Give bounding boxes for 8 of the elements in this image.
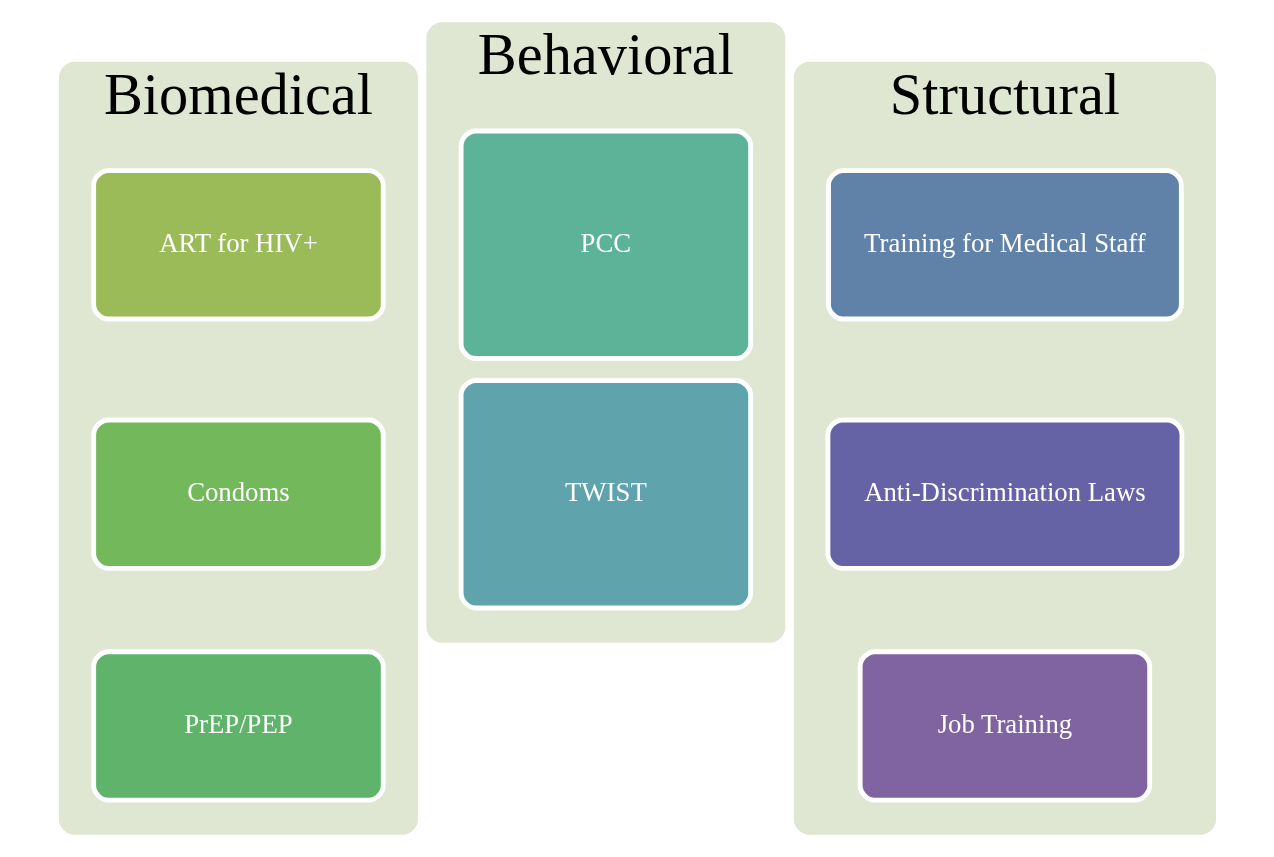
node-box: ART for HIV+ <box>90 168 386 322</box>
node-box: Training for Medical Staff <box>825 168 1184 322</box>
node-box: Condoms <box>90 417 386 571</box>
node-box: PrEP/PEP <box>90 649 386 803</box>
node-box: PCC <box>458 128 753 361</box>
node-box: Anti-Discrimination Laws <box>824 417 1184 571</box>
node-box: TWIST <box>458 378 753 611</box>
node-box: Job Training <box>857 649 1152 803</box>
